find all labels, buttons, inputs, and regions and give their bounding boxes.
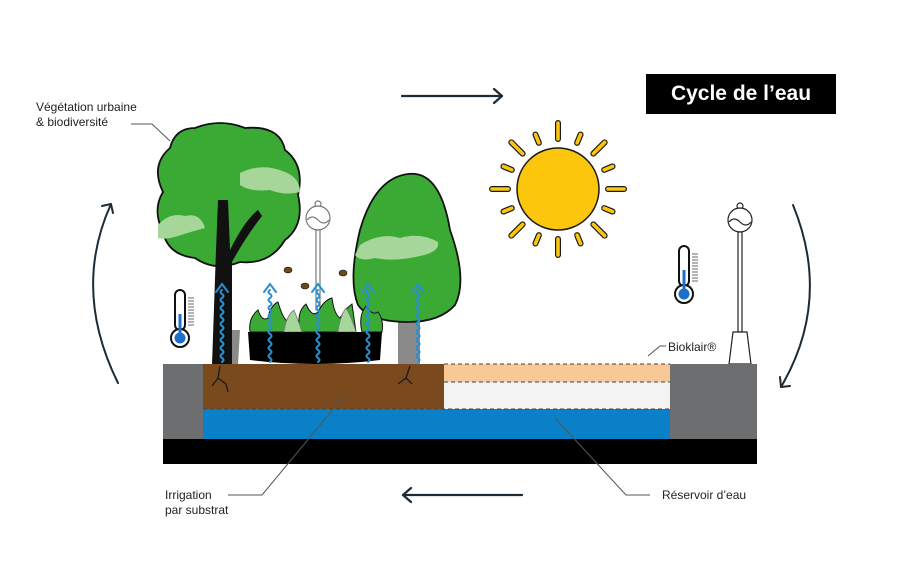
- sun-ray: [509, 222, 525, 238]
- sun-ray: [602, 206, 615, 214]
- cycle-arrow-left-icon: [92, 203, 119, 384]
- irrigation-label-line2: par substrat: [165, 503, 229, 517]
- cycle-arrow-top-icon: [400, 87, 504, 105]
- thermometer-icon: [674, 245, 698, 304]
- vegetation-label: Végétation urbaine & biodiversité: [36, 100, 137, 130]
- sun-ray: [575, 233, 583, 246]
- water-reservoir: [203, 409, 670, 439]
- gravel-layer: [444, 382, 670, 409]
- right-curb: [670, 364, 757, 439]
- sun-ray: [501, 206, 514, 214]
- bioklair-layer: [444, 364, 670, 382]
- irrigation-label-line1: Irrigation: [165, 488, 212, 502]
- lamp-post-icon: [727, 202, 753, 365]
- ground-cross-section: [163, 363, 757, 464]
- sun-ray: [533, 132, 541, 145]
- thermometer-icon: [170, 289, 194, 348]
- left-curb: [163, 364, 203, 439]
- arrow-head-icon: [361, 282, 375, 293]
- cycle-arrow-bottom-icon: [401, 486, 524, 504]
- sun-ray: [509, 140, 525, 156]
- arrow-head-icon: [311, 282, 325, 293]
- cycle-arrow-right-icon: [779, 204, 811, 388]
- sun-ray: [591, 222, 607, 238]
- sun-ray: [501, 164, 514, 172]
- lamp-post-icon: [305, 200, 331, 311]
- sun-icon: [489, 120, 627, 258]
- reservoir-label: Réservoir d’eau: [662, 488, 747, 502]
- bee-icon: [283, 266, 348, 290]
- arrow-head-icon: [215, 282, 229, 293]
- arrow-head-icon: [411, 282, 425, 293]
- wavy-up-arrow-icon: [315, 289, 321, 363]
- arrow-head-icon: [263, 282, 277, 293]
- planter-icon: [248, 297, 383, 364]
- wavy-up-arrow-icon: [267, 289, 273, 363]
- vegetation-label-line2: & biodiversité: [36, 115, 109, 129]
- sun-ray: [533, 233, 541, 246]
- wavy-up-arrow-icon: [415, 289, 421, 363]
- soil-layer: [203, 364, 444, 409]
- vegetation-label-line1: Végétation urbaine: [36, 100, 137, 114]
- sun-ray: [602, 164, 615, 172]
- sun-ray: [591, 140, 607, 156]
- wavy-up-arrow-icon: [219, 289, 225, 363]
- wavy-up-arrow-icon: [365, 289, 371, 363]
- tree-icon: [156, 122, 301, 365]
- evaporation-arrows: [215, 282, 425, 363]
- bioklair-label: Bioklair®: [668, 340, 717, 354]
- sun-ray: [575, 132, 583, 145]
- base-layer: [163, 439, 757, 464]
- irrigation-label: Irrigation par substrat: [165, 488, 228, 518]
- leader-lines: [131, 123, 666, 496]
- tree-icon: [352, 172, 462, 365]
- diagram-title: Cycle de l’eau: [646, 74, 836, 114]
